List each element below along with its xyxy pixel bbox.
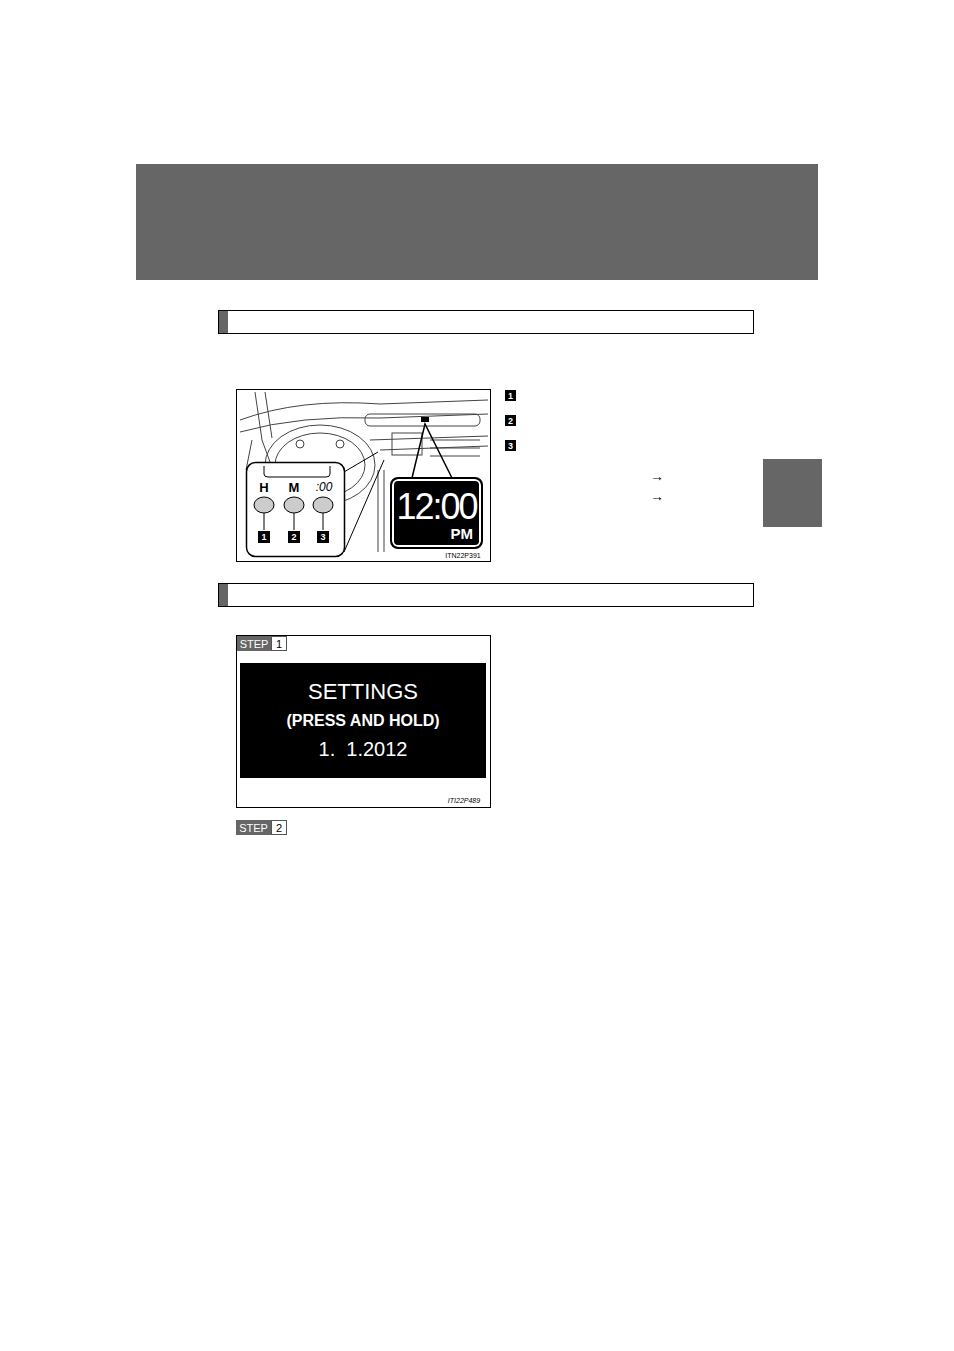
inset-frame bbox=[247, 463, 345, 557]
clock-location bbox=[421, 417, 429, 422]
step-number: 2 bbox=[271, 820, 287, 835]
figure-code: ITN22P391 bbox=[438, 550, 488, 560]
button-panel bbox=[264, 466, 330, 477]
figure-frame bbox=[237, 390, 491, 562]
section-bar bbox=[219, 311, 754, 334]
button-name: H bbox=[254, 479, 274, 495]
display-text: PM bbox=[392, 525, 473, 543]
display-text: 12:00 bbox=[392, 487, 481, 527]
arrow-symbol: → bbox=[648, 487, 666, 504]
section-mark bbox=[219, 311, 228, 333]
callout-number: 2 bbox=[288, 531, 300, 543]
step-badge: STEP bbox=[237, 636, 271, 651]
display-screen: SETTINGS (PRESS AND HOLD) 1. 1.2012 bbox=[240, 663, 486, 778]
thumb-tab bbox=[763, 459, 822, 527]
callout-number: 1 bbox=[258, 531, 270, 543]
figure-frame bbox=[237, 636, 491, 808]
callout-number: 3 bbox=[505, 440, 516, 451]
clock-button bbox=[254, 497, 333, 513]
display-text: (PRESS AND HOLD) bbox=[240, 711, 486, 731]
button-name: :00 bbox=[311, 479, 337, 495]
section-bar bbox=[219, 584, 754, 607]
step-number: 1 bbox=[271, 636, 287, 651]
display-text: SETTINGS bbox=[240, 679, 486, 705]
leader-line bbox=[412, 424, 452, 478]
arrow-symbol: → bbox=[648, 467, 666, 484]
section-mark bbox=[219, 584, 228, 606]
leader-line bbox=[264, 513, 323, 530]
figure-code: ITI22P489 bbox=[440, 795, 488, 805]
leader-line bbox=[344, 452, 384, 552]
display-text: 1. 1.2012 bbox=[240, 737, 486, 761]
callout-number: 3 bbox=[317, 531, 329, 543]
step-badge: STEP bbox=[236, 820, 271, 835]
callout-number: 2 bbox=[505, 415, 516, 426]
header-band bbox=[136, 164, 818, 280]
clock-display: 12:00PM bbox=[390, 477, 483, 549]
callout-number: 1 bbox=[505, 390, 516, 401]
button-name: M bbox=[284, 479, 304, 495]
